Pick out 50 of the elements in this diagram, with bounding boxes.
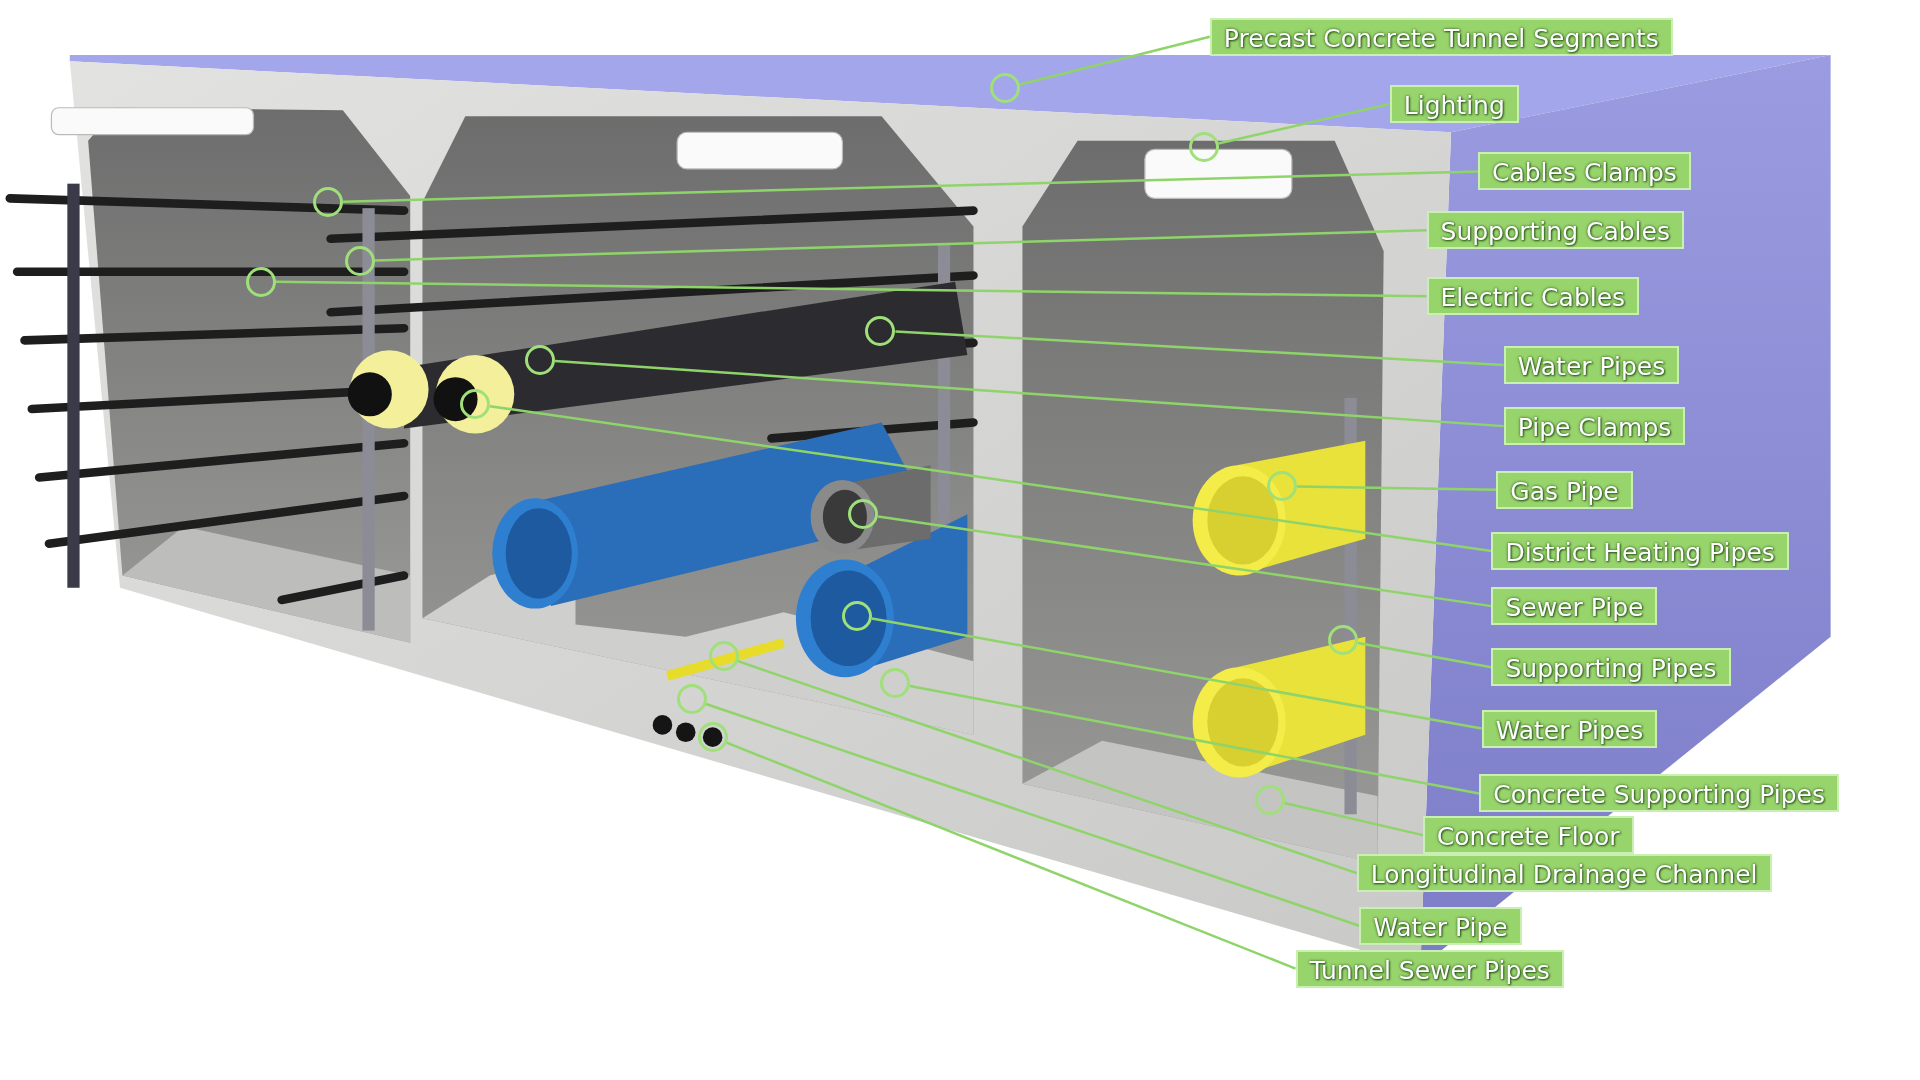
callout-label: Longitudinal Drainage Channel: [1356, 854, 1772, 893]
target-ring: [345, 245, 375, 276]
callout-label: Water Pipes: [1481, 709, 1658, 748]
target-ring: [848, 499, 879, 530]
leader-line: [275, 280, 1427, 298]
target-ring: [1188, 131, 1219, 162]
target-ring: [1267, 471, 1298, 502]
leader-line: [1297, 485, 1497, 492]
target-ring: [676, 684, 707, 715]
target-ring: [460, 389, 491, 420]
leader-line: [374, 228, 1427, 262]
callout-label: Concrete Supporting Pipes: [1479, 774, 1839, 813]
leader-line: [705, 702, 1360, 927]
leader-line: [726, 741, 1296, 970]
target-ring: [880, 668, 911, 699]
leader-line: [1218, 102, 1391, 145]
leader-line: [554, 359, 1504, 428]
target-ring: [990, 73, 1021, 104]
callout-label: Precast Concrete Tunnel Segments: [1209, 17, 1673, 56]
target-ring: [842, 600, 873, 631]
target-ring: [708, 641, 739, 672]
leader-line: [871, 617, 1482, 730]
callout-label: Sewer Pipe: [1491, 587, 1658, 626]
leader-line: [1357, 641, 1492, 669]
callout-label: Supporting Pipes: [1491, 648, 1731, 687]
target-ring: [313, 187, 344, 218]
callout-label: Electric Cables: [1426, 277, 1640, 316]
callout-label: District Heating Pipes: [1491, 532, 1789, 570]
leader-line: [1284, 801, 1424, 837]
callout-label: Concrete Floor: [1422, 816, 1634, 855]
callout-label: Supporting Cables: [1426, 211, 1684, 250]
target-ring: [865, 315, 896, 346]
target-ring: [245, 266, 276, 297]
callout-label: Water Pipes: [1503, 345, 1680, 384]
leader-line: [877, 515, 1492, 608]
callout-label: Lighting: [1389, 85, 1519, 124]
leader-line: [343, 170, 1478, 203]
leader-line: [737, 660, 1358, 875]
target-ring: [1254, 784, 1285, 815]
callout-label: Cables Clamps: [1477, 152, 1691, 191]
leader-line: [1019, 35, 1211, 86]
callout-label: Pipe Clamps: [1503, 407, 1686, 446]
leader-line: [909, 684, 1480, 795]
target-ring: [697, 722, 728, 753]
leader-line: [895, 330, 1504, 367]
target-ring: [1328, 625, 1359, 656]
target-ring: [525, 345, 555, 375]
callout-label: Tunnel Sewer Pipes: [1295, 949, 1564, 988]
callout-label: Gas Pipe: [1496, 470, 1633, 509]
callout-label: Water Pipe: [1359, 906, 1522, 945]
